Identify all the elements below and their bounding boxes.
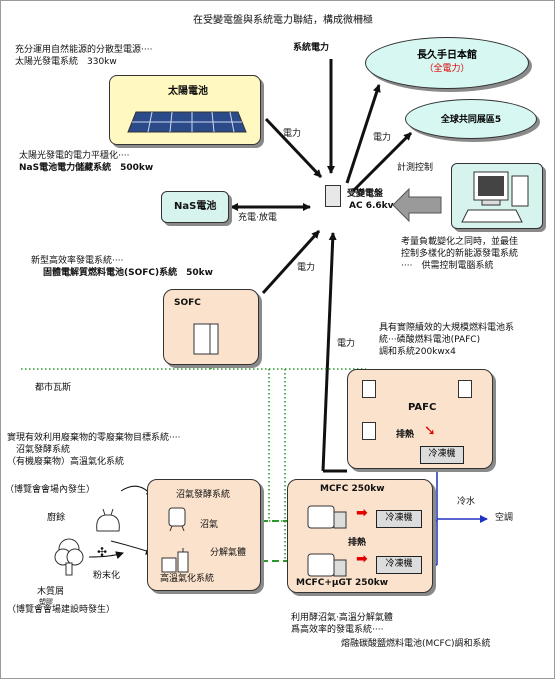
pavilion-ellipse: 長久手日本館 （全電力） — [365, 37, 529, 89]
food-waste-label: 廚餘 — [47, 513, 66, 523]
mcfc-unit-icon-1 — [307, 505, 347, 529]
solar-battery-box: 太陽電池 — [109, 75, 261, 145]
mcfc-chiller-2: 冷凍機 — [376, 556, 422, 574]
control-note-line1: 考量負載變化之同時，並最佳 — [401, 237, 519, 247]
mcfc-note-line2: 爲高效率的發電系統‧‧‧‧ — [291, 625, 384, 635]
control-note-line3: ‧‧‧‧ 供需控制電腦系統 — [401, 261, 494, 271]
control-note-line2: 控制多樣化的新能源發電系統 — [401, 249, 519, 259]
waste-note-line1: 實現有效利用廢棄物的零廢棄物目標系統‧‧‧‧ — [7, 433, 181, 443]
charge-discharge-label: 充電‧放電 — [238, 213, 277, 223]
waste-note-line2: 沼氣發酵系統 — [7, 445, 71, 455]
global-power-arrow — [351, 131, 413, 193]
power-label-fuelcell: 電力 — [337, 339, 356, 349]
tree-icon — [54, 538, 84, 576]
pafc-label: PAFC — [408, 402, 437, 413]
nas-note-line2: NaS電池電力儲藏系統 500kw — [19, 163, 154, 173]
pafc-chiller: 冷凍機 — [420, 446, 464, 464]
biogas-system-label: 沼氣發酵系統 — [176, 490, 231, 500]
mcfc-top-label: MCFC 250kw — [320, 484, 385, 494]
nas-battery-box: NaS電池 — [161, 191, 229, 223]
biogas-gasification-box: 沼氣發酵系統 沼氣 分解氣體 高溫氣化系統 — [147, 479, 261, 591]
mcfc-box: MCFC 250kw ➡ 冷凍機 排熱 ➡ 冷凍機 MCFC+μGT 250kw — [287, 479, 433, 593]
pafc-exhaust-label: 排熱 — [396, 430, 415, 440]
control-arrow — [392, 187, 442, 223]
sofc-box: SOFC — [163, 289, 259, 365]
global-pavilion-label: 全球共同展區5 — [440, 115, 502, 125]
decomposition-gas-label: 分解氣體 — [210, 548, 247, 558]
solar-box-label: 太陽電池 — [168, 86, 208, 97]
diagram-title: 在受變電盤與系統電力聯結，構成微柵極 — [193, 15, 373, 26]
waste-note-line3: （有機廢棄物）高溫氣化系統 — [7, 457, 125, 467]
pafc-note-line1: 具有實際績效的大規模燃料電池系 — [379, 323, 515, 333]
global-pavilion-ellipse: 全球共同展區5 — [405, 99, 537, 139]
pavilion-title: 長久手日本館 — [417, 50, 477, 61]
substation-label-line2: AC 6.6kv — [349, 201, 394, 211]
mcfc-heat-arrow-icon-1: ➡ — [356, 505, 368, 521]
fermenter-icon — [168, 507, 186, 532]
pavilion-power-arrow — [345, 84, 381, 184]
powder-icon: ✣ — [97, 545, 108, 559]
pafc-heat-arrow-icon: ➘ — [424, 423, 436, 439]
pafc-unit-icon-1 — [362, 380, 376, 398]
sofc-note-line2: 固體電解質燃料電池(SOFC)系統 50kw — [43, 268, 213, 278]
city-gas-label: 都市瓦斯 — [35, 383, 72, 393]
grid-power-label: 系統電力 — [293, 43, 330, 53]
sofc-note-line1: 新型高效率發電系統‧‧‧‧ — [31, 256, 124, 266]
expo-construction-label: （博覽會會場建設時發生） — [7, 605, 116, 615]
pafc-box: PAFC 排熱 ➘ 冷凍機 — [347, 369, 493, 469]
mcfc-bottom-label: MCFC+μGT 250kw — [296, 578, 389, 588]
solar-note-line1: 充分運用自然能源的分散型電源‧‧‧‧ — [15, 45, 153, 55]
garbage-bag-icon — [96, 508, 120, 532]
pafc-note-line2: 統‧‧‧磷酸燃料電池(PAFC) — [379, 335, 481, 345]
pafc-unit-icon-2 — [458, 380, 472, 398]
sofc-power-arrow — [261, 229, 321, 295]
substation-icon — [325, 185, 341, 207]
expo-generated-label: （博覽會會場內發生） — [5, 485, 96, 495]
plastic-label: 塑膠 — [39, 598, 53, 606]
computer-icon — [461, 171, 529, 223]
mcfc-heat-arrow-icon-2: ➡ — [356, 551, 368, 567]
nas-box-label: NaS電池 — [174, 201, 217, 212]
fuelcell-power-arrow — [321, 232, 337, 472]
wood-label: 木質屑 — [37, 587, 65, 597]
mcfc-exhaust-label: 排熱 — [348, 538, 367, 548]
power-label-global: 電力 — [373, 133, 392, 143]
mcfc-chiller-1: 冷凍機 — [376, 510, 422, 528]
pafc-unit-icon-3 — [362, 422, 376, 440]
control-computer-box — [451, 163, 543, 229]
gasification-label: 高溫氣化系統 — [160, 574, 215, 584]
mcfc-note-line3: 熔融碳酸鹽燃料電池(MCFC)調和系統 — [341, 639, 491, 649]
power-label-sofc: 電力 — [297, 263, 316, 273]
power-label-solar: 電力 — [283, 129, 302, 139]
mcfc-note-line1: 利用酵沼氣‧高溫分解氣體 — [291, 613, 393, 623]
substation-label-line1: 受變電盤 — [347, 189, 384, 199]
gasifier-icon — [161, 548, 189, 573]
powder-label: 粉末化 — [93, 571, 121, 581]
pafc-note-line3: 調和系統200kwx4 — [379, 347, 456, 357]
pavilion-subtitle: （全電力） — [424, 64, 470, 74]
nas-note-line1: 太陽光發電的電力平穩化‧‧‧‧ — [19, 151, 130, 161]
sofc-unit-icon — [193, 323, 219, 355]
sofc-box-label: SOFC — [174, 298, 201, 308]
aircon-label: 空調 — [495, 513, 514, 523]
biogas-label: 沼氣 — [200, 520, 219, 530]
control-label: 計測控制 — [397, 163, 434, 173]
solar-power-arrow — [264, 117, 323, 179]
solar-note-line2: 太陽光發電系統 330kw — [15, 57, 117, 67]
cold-water-label: 冷水 — [457, 497, 476, 507]
solar-panel-icon — [127, 111, 247, 133]
mcfc-unit-icon-2 — [307, 553, 347, 577]
